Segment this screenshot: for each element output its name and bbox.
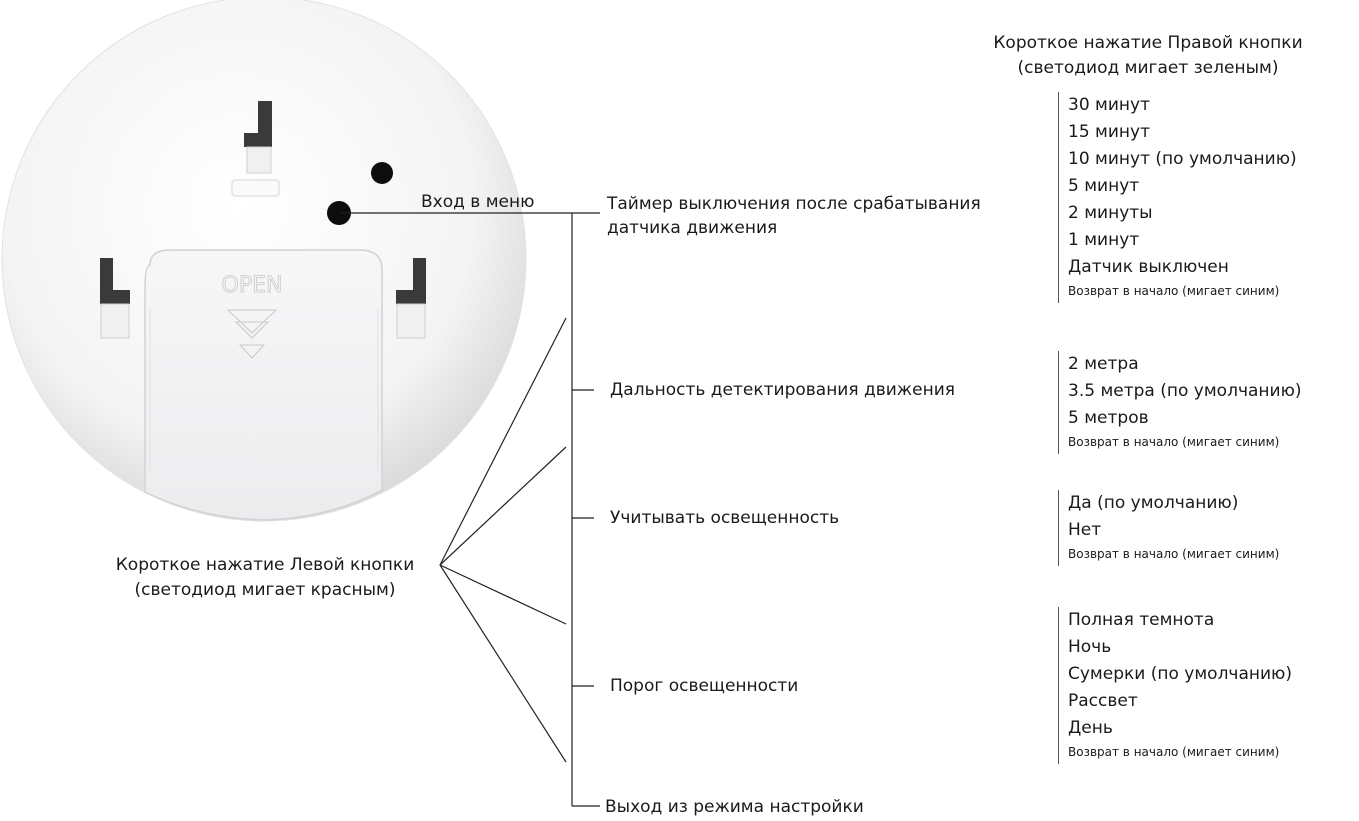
option-item: 10 минут (по умолчанию) <box>1068 149 1297 169</box>
option-item-return: Возврат в начало (мигает синим) <box>1068 435 1280 449</box>
option-item: Полная темнота <box>1068 610 1215 630</box>
option-item: 3.5 метра (по умолчанию) <box>1068 381 1302 401</box>
option-item: 15 минут <box>1068 122 1150 142</box>
option-item: Сумерки (по умолчанию) <box>1068 664 1292 684</box>
option-item: Датчик выключен <box>1068 257 1229 277</box>
device-back-view: OPEN <box>1 0 527 522</box>
option-item: 1 минут <box>1068 230 1140 250</box>
right-button-caption-line2: (светодиод мигает зеленым) <box>1017 58 1279 78</box>
right-button-caption-line1: Короткое нажатие Правой кнопки <box>993 33 1303 53</box>
menu-item-exit: Выход из режима настройки <box>605 797 864 817</box>
open-arrow-icon <box>226 309 278 359</box>
entry-label: Вход в меню <box>421 192 535 212</box>
top-mount-slot <box>231 101 280 197</box>
right-button[interactable] <box>371 162 393 184</box>
menu-item-timer: Таймер выключения после срабатывания дат… <box>607 192 981 240</box>
left-button-caption-line2: (светодиод мигает красным) <box>134 580 396 600</box>
menu-item-range: Дальность детектирования движения <box>610 380 955 400</box>
option-item: 5 минут <box>1068 176 1140 196</box>
connector-lines <box>341 212 600 807</box>
options-timer: 30 минут 15 минут 10 минут (по умолчанию… <box>1058 92 1297 303</box>
menu-item-light-use: Учитывать освещенность <box>610 508 840 528</box>
menu-item-timer-line1: Таймер выключения после срабатывания <box>607 194 981 214</box>
option-item: Ночь <box>1068 637 1112 657</box>
option-item: 30 минут <box>1068 95 1150 115</box>
option-item: Да (по умолчанию) <box>1068 493 1239 513</box>
option-item-return: Возврат в начало (мигает синим) <box>1068 547 1280 561</box>
right-button-caption: Короткое нажатие Правой кнопки (светодио… <box>970 31 1326 81</box>
options-light-use: Да (по умолчанию) Нет Возврат в начало (… <box>1058 490 1279 566</box>
left-button-caption-line1: Короткое нажатие Левой кнопки <box>115 555 415 575</box>
option-item: Рассвет <box>1068 691 1138 711</box>
menu-item-light-threshold: Порог освещенности <box>610 676 799 696</box>
menu-item-timer-line2: датчика движения <box>607 218 778 238</box>
left-button[interactable] <box>327 201 351 225</box>
option-item: 5 метров <box>1068 408 1149 428</box>
options-light-threshold: Полная темнота Ночь Сумерки (по умолчани… <box>1058 607 1292 764</box>
left-mount-slot <box>100 258 130 339</box>
battery-cover[interactable]: OPEN <box>144 249 383 521</box>
option-item: 2 метра <box>1068 354 1139 374</box>
options-range: 2 метра 3.5 метра (по умолчанию) 5 метро… <box>1058 351 1302 454</box>
option-item: День <box>1068 718 1113 738</box>
option-item: Нет <box>1068 520 1102 540</box>
left-button-caption: Короткое нажатие Левой кнопки (светодиод… <box>90 553 440 603</box>
option-item-return: Возврат в начало (мигает синим) <box>1068 745 1280 759</box>
open-embossed-text: OPEN <box>222 273 283 298</box>
right-mount-slot <box>396 258 426 339</box>
option-item-return: Возврат в начало (мигает синим) <box>1068 284 1280 298</box>
option-item: 2 минуты <box>1068 203 1153 223</box>
